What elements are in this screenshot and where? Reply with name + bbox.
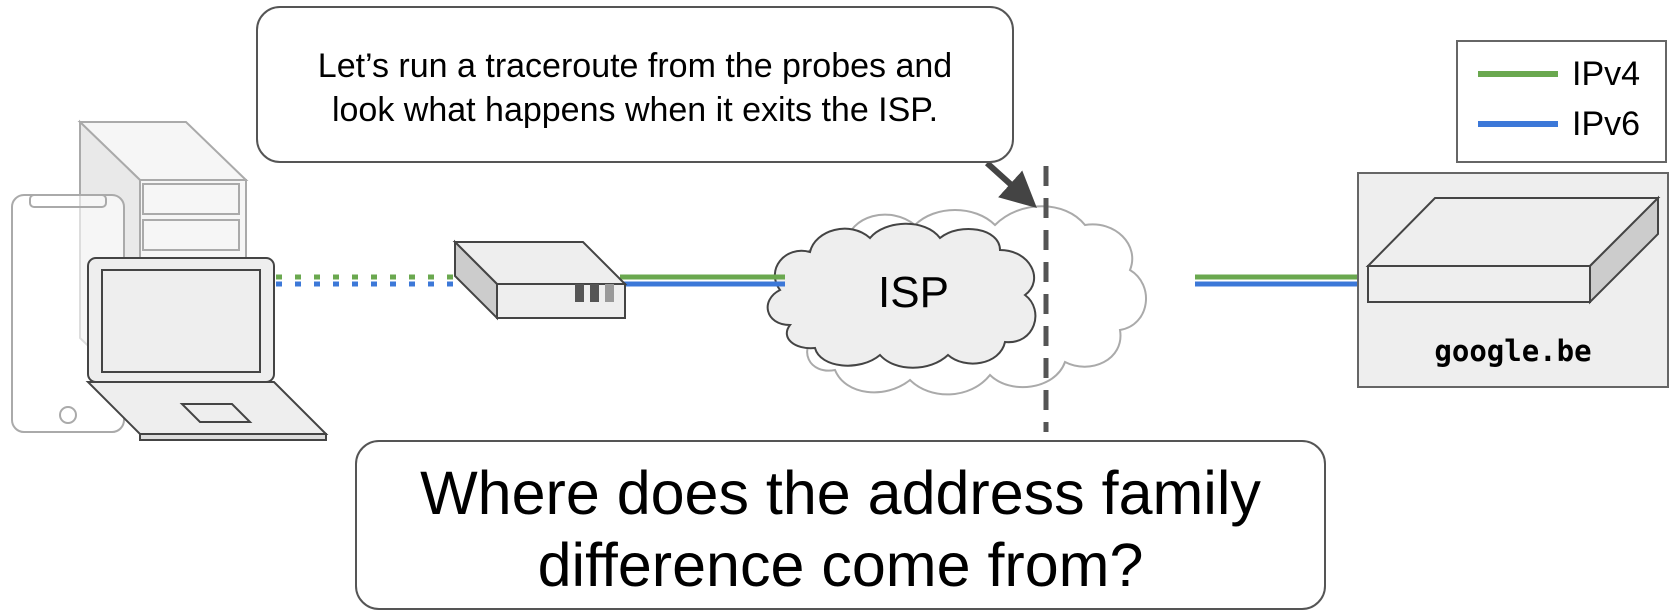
ipv4-swatch [1478, 71, 1558, 77]
modem-icon [452, 239, 628, 321]
legend-item-ipv4: IPv4 [1478, 54, 1640, 94]
traceroute-callout-line-1: Let’s run a traceroute from the probes a… [317, 47, 953, 85]
pointer-arrow-icon [984, 160, 1037, 209]
legend-item-ipv6: IPv6 [1478, 104, 1640, 144]
link-modem-isp [620, 274, 785, 287]
isp-cloud-icon [766, 222, 1037, 369]
traceroute-callout: Let’s run a traceroute from the probes a… [256, 6, 1014, 163]
ipv6-swatch [1478, 121, 1558, 127]
legend: IPv4 IPv6 [1456, 40, 1667, 163]
question-callout: Where does the address family difference… [355, 440, 1326, 610]
laptop-icon [85, 257, 329, 441]
link-laptop-modem [276, 274, 455, 287]
legend-label-ipv6: IPv6 [1572, 104, 1641, 143]
server-label: google.be [1434, 334, 1592, 368]
server-icon [1365, 195, 1661, 305]
question-callout-line-1: Where does the address family [420, 459, 1261, 527]
question-callout-line-2: difference come from? [537, 531, 1144, 599]
isp-label: ISP [878, 268, 949, 317]
link-internet-server [1195, 274, 1360, 287]
traceroute-callout-line-2: look what happens when it exits the ISP. [331, 91, 939, 129]
legend-label-ipv4: IPv4 [1572, 54, 1641, 93]
